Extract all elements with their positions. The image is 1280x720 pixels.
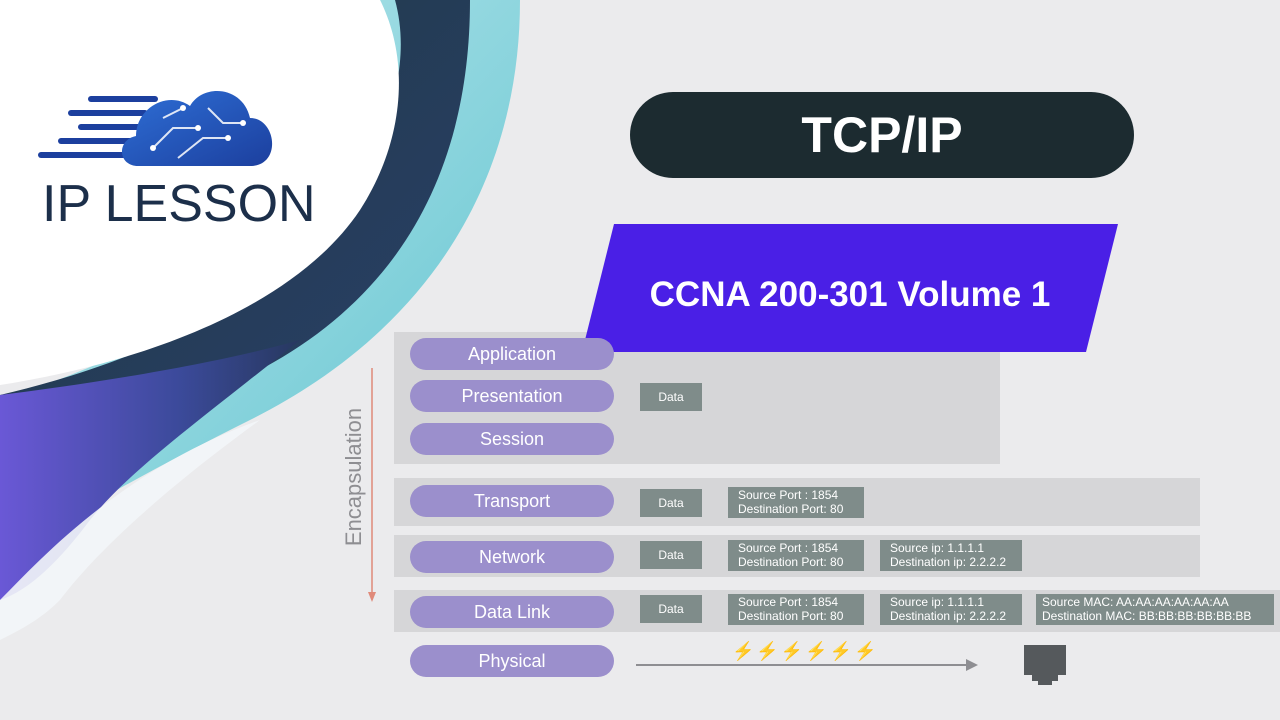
header-line: Destination ip: 2.2.2.2 — [890, 609, 1022, 623]
cloud-circuit-icon — [38, 78, 288, 178]
layer-application: Application — [410, 338, 614, 370]
header-line: Source ip: 1.1.1.1 — [890, 541, 1022, 555]
layer-network: Network — [410, 541, 614, 573]
page-title: TCP/IP — [630, 92, 1134, 178]
datalink-header: Source MAC: AA:AA:AA:AA:AA:AA Destinatio… — [1036, 594, 1274, 625]
ethernet-port-icon — [1024, 645, 1066, 685]
subtitle: CCNA 200-301 Volume 1 — [600, 264, 1100, 326]
header-line: Destination Port: 80 — [738, 502, 864, 516]
brand-name: IP LESSON — [42, 172, 342, 236]
layer-physical: Physical — [410, 645, 614, 677]
header-line: Source Port : 1854 — [738, 541, 864, 555]
transport-header-transport: Source Port : 1854 Destination Port: 80 — [728, 487, 864, 518]
transport-header-datalink: Source Port : 1854 Destination Port: 80 — [728, 594, 864, 625]
header-line: Destination MAC: BB:BB:BB:BB:BB:BB — [1042, 609, 1274, 623]
header-line: Source ip: 1.1.1.1 — [890, 595, 1022, 609]
data-box-transport: Data — [640, 489, 702, 517]
data-box-datalink: Data — [640, 595, 702, 623]
layer-presentation: Presentation — [410, 380, 614, 412]
network-header-datalink: Source ip: 1.1.1.1 Destination ip: 2.2.2… — [880, 594, 1022, 625]
data-box-presentation: Data — [640, 383, 702, 411]
layer-datalink: Data Link — [410, 596, 614, 628]
layer-transport: Transport — [410, 485, 614, 517]
header-line: Source Port : 1854 — [738, 595, 864, 609]
data-box-network: Data — [640, 541, 702, 569]
header-line: Destination Port: 80 — [738, 555, 864, 569]
transport-header-network: Source Port : 1854 Destination Port: 80 — [728, 540, 864, 571]
encapsulation-label: Encapsulation — [339, 357, 369, 597]
header-line: Destination ip: 2.2.2.2 — [890, 555, 1022, 569]
layer-session: Session — [410, 423, 614, 455]
header-line: Source Port : 1854 — [738, 488, 864, 502]
header-line: Destination Port: 80 — [738, 609, 864, 623]
signal-arrow — [636, 658, 980, 672]
network-header-network: Source ip: 1.1.1.1 Destination ip: 2.2.2… — [880, 540, 1022, 571]
header-line: Source MAC: AA:AA:AA:AA:AA:AA — [1042, 595, 1274, 609]
